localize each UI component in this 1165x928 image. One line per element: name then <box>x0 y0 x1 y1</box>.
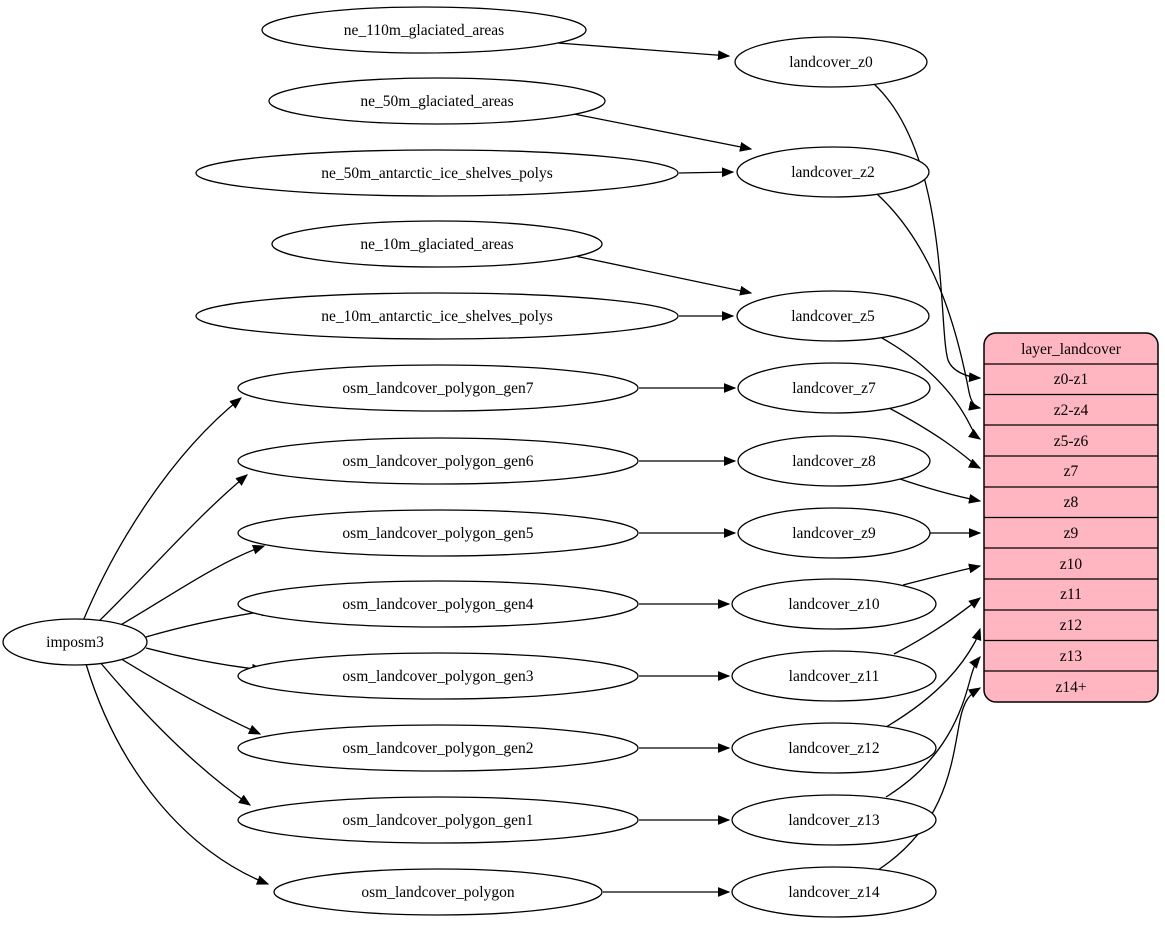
node-landcover-z7: landcover_z7 <box>737 362 931 414</box>
node-osm-landcover-polygon-gen5: osm_landcover_polygon_gen5 <box>237 509 639 557</box>
node-osm-landcover-polygon-gen3: osm_landcover_polygon_gen3 <box>237 652 639 700</box>
edge-z14-to-row-z14 <box>877 687 982 871</box>
node-landcover-z12: landcover_z12 <box>731 722 937 774</box>
node-layer-landcover: layer_landcover z0-z1 z2-z4 z5-z6 z7 z8 … <box>983 332 1159 703</box>
layer-landcover-header: layer_landcover <box>1021 341 1122 358</box>
imposm3-label: imposm3 <box>46 634 104 651</box>
layer-row-z0-z1: z0-z1 <box>1054 371 1088 388</box>
edge-z11-to-row-z11 <box>893 597 982 655</box>
source-label: ne_110m_glaciated_areas <box>344 22 504 39</box>
node-osm-landcover-polygon-gen6: osm_landcover_polygon_gen6 <box>237 437 639 485</box>
node-ne-50m-glaciated-areas: ne_50m_glaciated_areas <box>268 77 606 125</box>
edge-z8-to-row-z8 <box>896 477 982 504</box>
node-ne-110m-glaciated-areas: ne_110m_glaciated_areas <box>261 6 587 54</box>
edge-z10-to-row-z10 <box>902 563 982 586</box>
intermediate-label: landcover_z10 <box>788 596 879 613</box>
source-label: osm_landcover_polygon_gen7 <box>342 380 533 397</box>
edge-imposm3-to-gen4 <box>145 606 274 638</box>
edge-ne10m-glac-to-z5 <box>574 255 753 296</box>
intermediate-label: landcover_z14 <box>788 884 879 901</box>
node-osm-landcover-polygon-gen7: osm_landcover_polygon_gen7 <box>237 364 639 412</box>
node-landcover-z10: landcover_z10 <box>731 578 937 630</box>
edge-ne110m-to-z0 <box>557 42 731 61</box>
edge-z2-to-row-z2-z4 <box>876 193 982 411</box>
edge-z7-to-row-z7 <box>888 407 982 469</box>
node-landcover-z11: landcover_z11 <box>731 650 937 702</box>
edge-z5-to-row-z5-z6 <box>881 337 982 440</box>
node-landcover-z8: landcover_z8 <box>737 435 931 487</box>
layer-row-z2-z4: z2-z4 <box>1054 402 1089 419</box>
edge-ne50m-glac-to-z2 <box>573 113 753 152</box>
imposm3-ellipse <box>2 618 148 666</box>
node-landcover-z13: landcover_z13 <box>731 794 937 846</box>
layer-row-z14plus: z14+ <box>1055 679 1086 696</box>
node-ne-10m-glaciated-areas: ne_10m_glaciated_areas <box>271 220 603 268</box>
layer-row-z13: z13 <box>1060 648 1083 665</box>
source-label: ne_10m_glaciated_areas <box>360 236 513 253</box>
edge-z13-to-row-z13 <box>885 656 981 798</box>
edge-imposm3-to-gen7 <box>82 397 243 622</box>
node-landcover-z9: landcover_z9 <box>737 507 931 559</box>
node-landcover-z0: landcover_z0 <box>734 36 928 88</box>
source-label: ne_50m_antarctic_ice_shelves_polys <box>321 165 553 182</box>
edge-ne50m-ant-to-z2 <box>678 167 735 178</box>
intermediate-label: landcover_z11 <box>789 668 880 685</box>
layer-row-z10: z10 <box>1060 556 1083 573</box>
node-landcover-z2: landcover_z2 <box>736 146 930 198</box>
intermediate-label: landcover_z9 <box>792 525 876 542</box>
layer-row-z8: z8 <box>1064 494 1079 511</box>
source-label: osm_landcover_polygon_gen5 <box>342 525 533 542</box>
source-label: osm_landcover_polygon <box>361 884 515 901</box>
source-label: osm_landcover_polygon_gen4 <box>342 596 533 613</box>
node-osm-landcover-polygon-gen2: osm_landcover_polygon_gen2 <box>237 724 639 772</box>
node-ne-10m-antarctic-ice-shelves-polys: ne_10m_antarctic_ice_shelves_polys <box>195 292 679 340</box>
node-osm-landcover-polygon-gen1: osm_landcover_polygon_gen1 <box>237 796 639 844</box>
intermediate-label: landcover_z12 <box>788 740 879 757</box>
edge-imposm3-to-gen1 <box>98 660 252 806</box>
intermediate-label: landcover_z5 <box>791 308 875 325</box>
layer-row-z5-z6: z5-z6 <box>1054 433 1089 450</box>
layer-row-z11: z11 <box>1060 586 1082 603</box>
edge-imposm3-to-polygon <box>85 663 270 885</box>
node-osm-landcover-polygon: osm_landcover_polygon <box>273 868 603 916</box>
edge-z0-to-row-z0-z1 <box>873 83 982 383</box>
edge-imposm3-to-gen3 <box>145 647 265 674</box>
source-label: osm_landcover_polygon_gen6 <box>342 453 533 470</box>
node-osm-landcover-polygon-gen4: osm_landcover_polygon_gen4 <box>237 580 639 628</box>
layer-row-z7: z7 <box>1064 463 1079 480</box>
node-ne-50m-antarctic-ice-shelves-polys: ne_50m_antarctic_ice_shelves_polys <box>195 149 679 197</box>
edge-imposm3-to-gen2 <box>117 656 262 735</box>
layer-row-z9: z9 <box>1064 525 1079 542</box>
intermediate-label: landcover_z2 <box>791 164 875 181</box>
layer-row-z12: z12 <box>1060 617 1082 634</box>
source-label: ne_50m_glaciated_areas <box>360 93 513 110</box>
edge-z12-to-row-z12 <box>885 627 982 728</box>
intermediate-label: landcover_z13 <box>788 812 879 829</box>
intermediate-label: landcover_z0 <box>789 54 873 71</box>
source-label: osm_landcover_polygon_gen2 <box>342 740 533 757</box>
intermediate-label: landcover_z7 <box>792 380 876 397</box>
edge-imposm3-to-gen5 <box>109 544 266 632</box>
edge-imposm3-to-gen6 <box>93 474 249 627</box>
intermediate-label: landcover_z8 <box>792 453 876 470</box>
source-label: ne_10m_antarctic_ice_shelves_polys <box>321 308 553 325</box>
node-imposm3: imposm3 <box>2 618 148 666</box>
source-label: osm_landcover_polygon_gen3 <box>342 668 533 685</box>
source-label: osm_landcover_polygon_gen1 <box>342 812 533 829</box>
node-landcover-z14: landcover_z14 <box>731 866 937 918</box>
node-landcover-z5: landcover_z5 <box>736 290 930 342</box>
